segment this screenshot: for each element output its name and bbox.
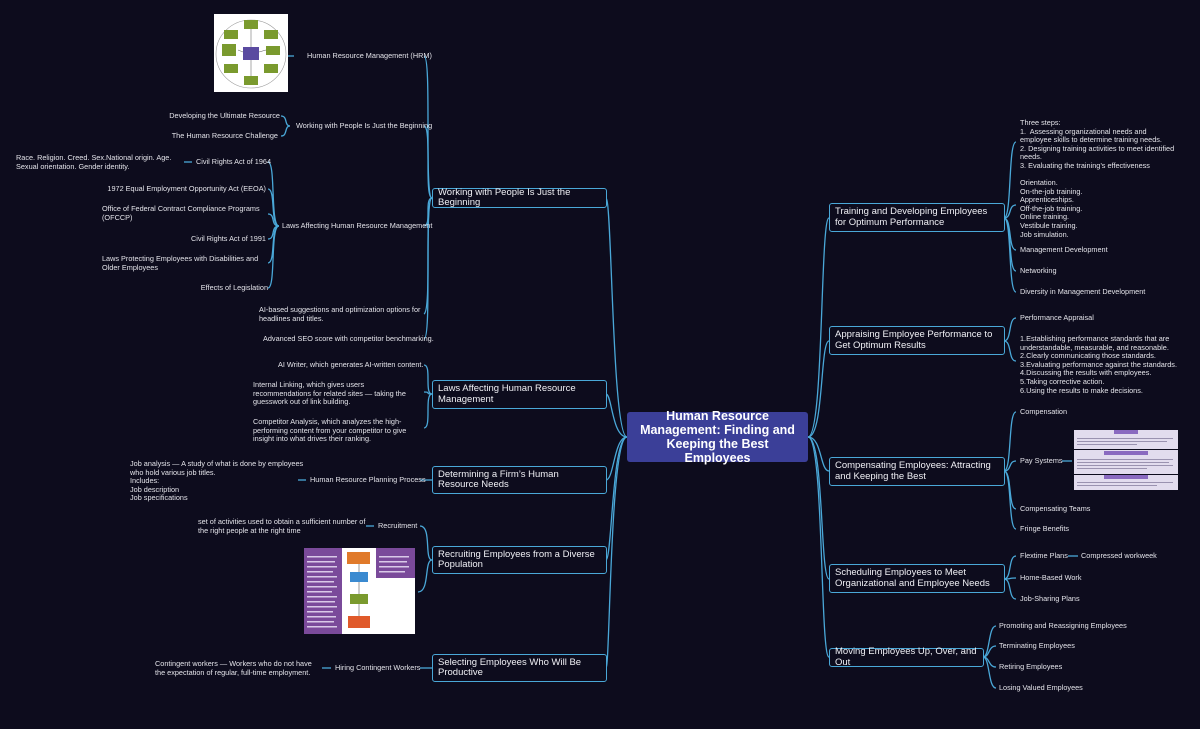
performance-appraisal-leaf[interactable]: Performance Appraisal [1020, 313, 1094, 322]
developing-resource-leaf[interactable]: Developing the Ultimate Resource [169, 111, 280, 120]
diversity-leaf[interactable]: Diversity in Management Development [1020, 287, 1146, 296]
seo-score-leaf[interactable]: Advanced SEO score with competitor bench… [263, 334, 434, 343]
management-development-leaf[interactable]: Management Development [1020, 245, 1108, 254]
topic-label: Appraising Employee Performance to Get O… [835, 329, 993, 351]
internal-linking-leaf[interactable]: Internal Linking, which gives users reco… [253, 380, 406, 407]
topic-label: Laws Affecting Human Resource Management [438, 383, 576, 405]
recruitment-sources-image [304, 548, 415, 634]
topic-selecting[interactable]: Selecting Employees Who Will Be Producti… [432, 654, 607, 682]
home-based-leaf[interactable]: Home-Based Work [1020, 573, 1082, 582]
losing-leaf[interactable]: Losing Valued Employees [999, 683, 1083, 692]
topic-working-with-people[interactable]: Working with People Is Just the Beginnin… [432, 186, 607, 208]
civil-rights-1991-leaf[interactable]: Civil Rights Act of 1991 [190, 234, 266, 243]
ai-suggestions-leaf[interactable]: AI-based suggestions and optimization op… [259, 305, 421, 323]
flextime-leaf[interactable]: Flextime Plans [1020, 551, 1068, 560]
laws-affecting-leaf[interactable]: Laws Affecting Human Resource Management [282, 221, 433, 230]
topic-label: Training and Developing Employees for Op… [835, 206, 988, 228]
eeoa-leaf[interactable]: 1972 Equal Employment Opportunity Act (E… [107, 184, 266, 193]
job-analysis-leaf: Job analysis — A study of what is done b… [130, 459, 304, 503]
topic-compensating[interactable]: Compensating Employees: Attracting and K… [829, 457, 1005, 486]
topic-label: Scheduling Employees to Meet Organizatio… [835, 567, 990, 589]
networking-leaf[interactable]: Networking [1020, 266, 1057, 275]
hrm-leaf[interactable]: Human Resource Management (HRM) [307, 51, 432, 60]
topic-label: Moving Employees Up, Over, and Out [835, 646, 977, 668]
recruitment-definition-leaf: set of activities used to obtain a suffi… [198, 517, 366, 535]
topic-recruiting[interactable]: Recruiting Employees from a Diverse Popu… [432, 546, 607, 574]
hiring-contingent-leaf[interactable]: Hiring Contingent Workers [335, 663, 421, 672]
competitor-analysis-leaf[interactable]: Competitor Analysis, which analyzes the … [253, 417, 407, 444]
compensating-teams-leaf[interactable]: Compensating Teams [1020, 504, 1091, 513]
recruitment-leaf[interactable]: Recruitment [378, 521, 418, 530]
topic-training[interactable]: Training and Developing Employees for Op… [829, 203, 1005, 232]
topic-determining-needs[interactable]: Determining a Firm’s Human Resource Need… [432, 466, 607, 494]
retiring-leaf[interactable]: Retiring Employees [999, 662, 1063, 671]
effects-legislation-leaf[interactable]: Effects of Legislation [200, 283, 268, 292]
contingent-definition-leaf: Contingent workers — Workers who do not … [155, 659, 312, 677]
training-steps-leaf: Three steps: 1. Assessing organizational… [1020, 118, 1175, 170]
ai-writer-leaf[interactable]: AI Writer, which generates AI-written co… [278, 360, 424, 369]
civil-rights-1964-leaf[interactable]: Civil Rights Act of 1964 [196, 157, 272, 166]
planning-process-leaf[interactable]: Human Resource Planning Process [310, 475, 426, 484]
topic-label: Recruiting Employees from a Diverse Popu… [438, 548, 595, 570]
topic-scheduling[interactable]: Scheduling Employees to Meet Organizatio… [829, 564, 1005, 593]
pay-systems-image [1074, 430, 1178, 490]
disabilities-leaf[interactable]: Laws Protecting Employees with Disabilit… [102, 254, 259, 272]
hrm-diagram-image [214, 14, 288, 92]
topic-label: Compensating Employees: Attracting and K… [835, 460, 991, 482]
training-types-leaf: Orientation. On-the-job training. Appren… [1020, 178, 1083, 239]
job-sharing-leaf[interactable]: Job-Sharing Plans [1020, 594, 1080, 603]
topic-label: Working with People Is Just the Beginnin… [438, 186, 571, 208]
pay-systems-leaf[interactable]: Pay Systems [1020, 456, 1063, 465]
topic-label: Determining a Firm’s Human Resource Need… [438, 468, 559, 490]
root-topic[interactable]: Human Resource Management: Finding and K… [627, 409, 808, 465]
topic-appraising[interactable]: Appraising Employee Performance to Get O… [829, 326, 1005, 355]
compensation-leaf[interactable]: Compensation [1020, 407, 1068, 416]
promoting-leaf[interactable]: Promoting and Reassigning Employees [999, 621, 1127, 630]
topic-moving[interactable]: Moving Employees Up, Over, and Out [829, 646, 984, 668]
appraisal-steps-leaf: 1.Establishing performance standards tha… [1020, 334, 1177, 395]
protected-classes-leaf: Race. Religion. Creed. Sex.National orig… [16, 153, 172, 171]
topic-label: Selecting Employees Who Will Be Producti… [438, 656, 582, 678]
working-with-people-leaf[interactable]: Working with People Is Just the Beginnin… [296, 121, 433, 130]
topic-laws-affecting-hrm[interactable]: Laws Affecting Human Resource Management [432, 380, 607, 409]
fringe-benefits-leaf[interactable]: Fringe Benefits [1020, 524, 1070, 533]
hr-challenge-leaf[interactable]: The Human Resource Challenge [171, 131, 278, 140]
ofccp-leaf[interactable]: Office of Federal Contract Compliance Pr… [102, 204, 260, 222]
compressed-workweek-leaf[interactable]: Compressed workweek [1081, 551, 1157, 560]
terminating-leaf[interactable]: Terminating Employees [999, 641, 1075, 650]
